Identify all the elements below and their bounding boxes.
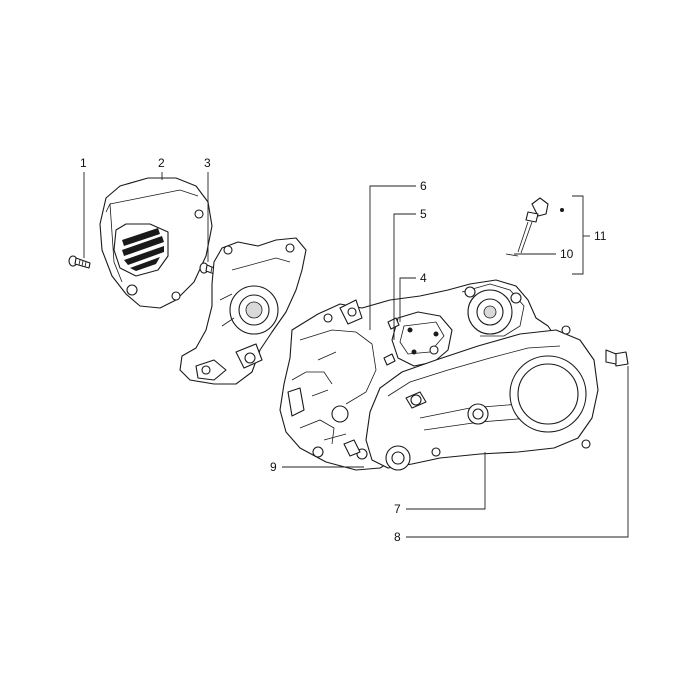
callout-8: 8 [394, 530, 401, 544]
leader-lines [83, 172, 629, 538]
callout-9: 9 [270, 460, 277, 474]
part-transmission-cover [365, 325, 599, 471]
part-stator-housing [179, 237, 307, 385]
callout-labels: 1 2 3 4 5 6 7 8 9 10 11 [80, 156, 607, 544]
callout-4: 4 [420, 271, 427, 285]
part-o-ring [505, 253, 519, 257]
part-stud [343, 439, 361, 457]
callout-2: 2 [158, 156, 165, 170]
callout-6: 6 [420, 179, 427, 193]
part-fan-shroud [99, 177, 213, 309]
part-dipstick [517, 197, 564, 254]
callout-7: 7 [394, 502, 401, 516]
callout-3: 3 [204, 156, 211, 170]
part-screw [68, 255, 91, 269]
callout-1: 1 [80, 156, 87, 170]
callout-5: 5 [420, 207, 427, 221]
part-drain-plug [605, 349, 629, 367]
part-pin [383, 317, 400, 366]
callout-10: 10 [560, 247, 574, 261]
callout-11: 11 [594, 229, 607, 243]
